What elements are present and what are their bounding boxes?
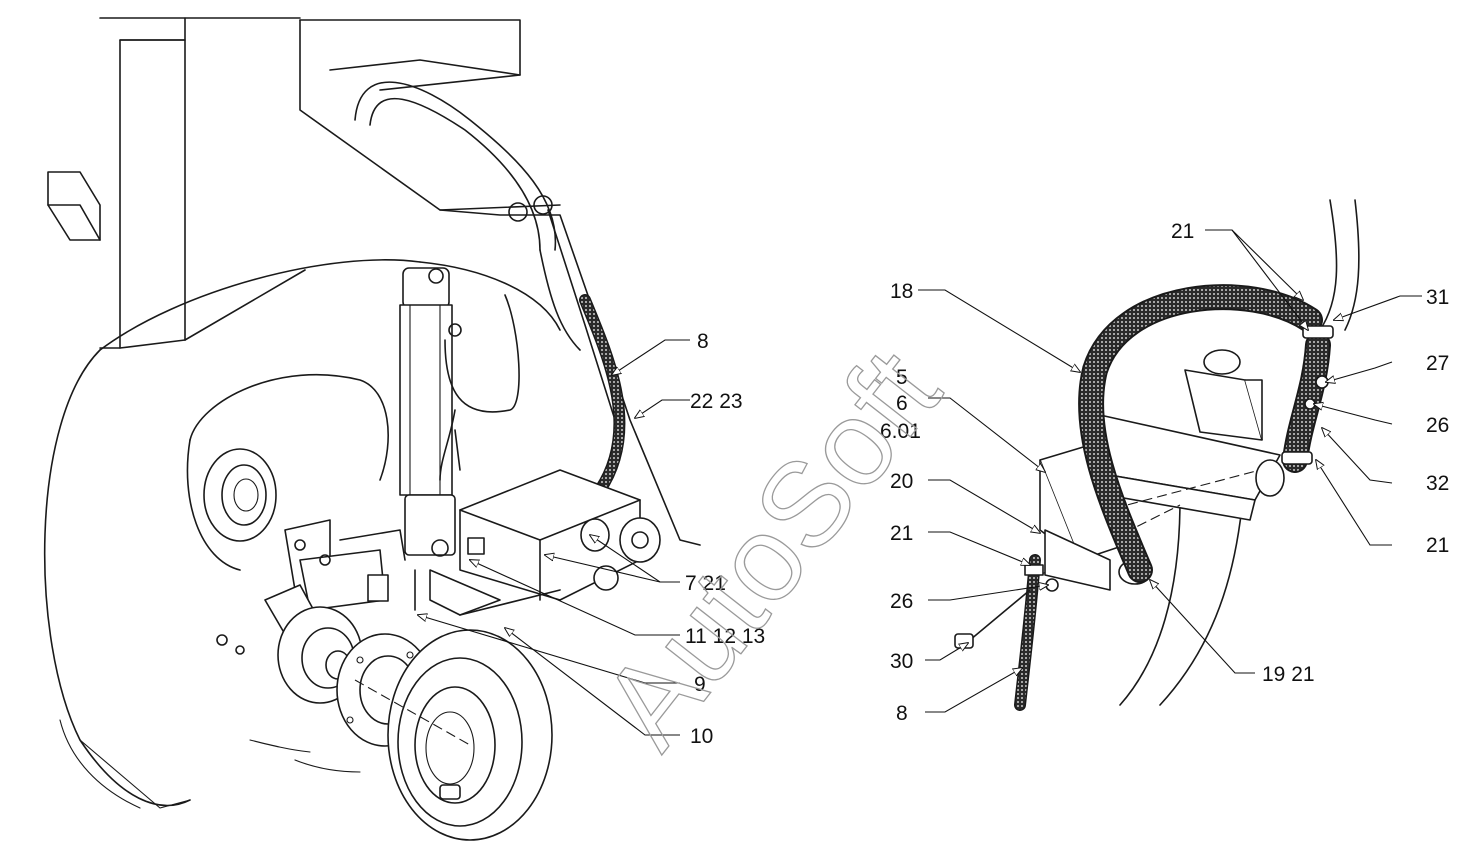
callout-11-12-13: 11 12 13	[685, 625, 765, 648]
callout-8-left: 8	[697, 330, 709, 353]
callout-30: 30	[890, 650, 913, 673]
callout-22-23: 22 23	[690, 390, 743, 413]
fittings	[954, 375, 1329, 649]
callout-8-right: 8	[896, 702, 908, 725]
hydraulic-cylinder	[399, 267, 462, 557]
callout-21-left: 21	[890, 522, 913, 545]
solenoid-coil	[1184, 349, 1263, 441]
callout-10: 10	[690, 725, 713, 748]
callout-26-left: 26	[890, 590, 913, 613]
callout-21-right: 21	[1426, 534, 1449, 557]
callout-32: 32	[1426, 472, 1449, 495]
callout-31: 31	[1426, 286, 1449, 309]
callout-5: 5	[896, 366, 908, 389]
callout-26-right: 26	[1426, 414, 1449, 437]
callout-9: 9	[694, 673, 706, 696]
callout-20: 20	[890, 470, 913, 493]
small-wheel	[354, 629, 553, 841]
motor-bracket	[414, 469, 661, 616]
left-callout-leaders	[418, 339, 690, 736]
right-valve-view: 21 18 31 27 5 6 6.01 26 32 20 21 21 26 3…	[880, 199, 1449, 725]
left-assembly-view: 8 22 23 7 21 11 12 13 9 10	[43, 17, 765, 841]
callout-6: 6	[896, 392, 908, 415]
braided-hose-right	[1281, 325, 1334, 473]
callout-18: 18	[890, 280, 913, 303]
tyre	[43, 259, 561, 809]
overhead-hose	[354, 81, 581, 351]
machine-body	[47, 17, 561, 349]
right-callout-leaders	[918, 229, 1422, 713]
wheel-rim	[186, 373, 389, 571]
callout-6-01: 6.01	[880, 420, 921, 443]
callout-19-21: 19 21	[1262, 663, 1315, 686]
braided-hose-main	[1078, 284, 1323, 583]
callout-27: 27	[1426, 352, 1449, 375]
callout-21-top: 21	[1171, 220, 1194, 243]
callout-7-21: 7 21	[685, 572, 726, 595]
braided-hose-small	[1014, 554, 1044, 711]
